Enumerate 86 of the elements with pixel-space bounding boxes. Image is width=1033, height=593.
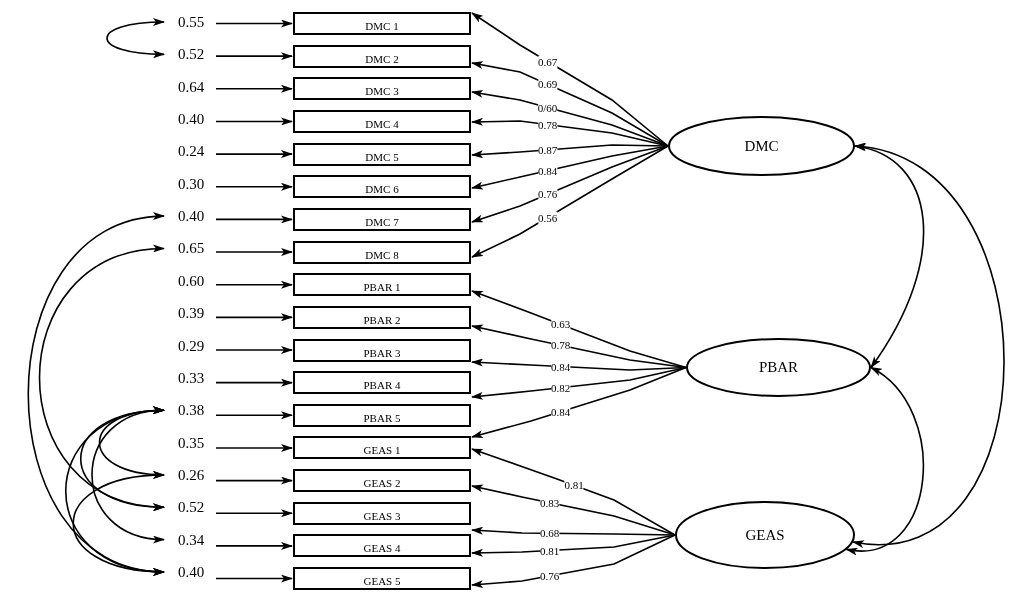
indicator-label: GEAS 3: [293, 501, 471, 525]
covariance-arrow: [72, 471, 165, 576]
error-arrow: [215, 150, 293, 159]
edge-label: 0.76: [537, 187, 558, 201]
edge-label: 0.69: [537, 77, 558, 91]
indicator-label: GEAS 5: [293, 567, 471, 591]
latent-name: GEAS: [745, 526, 785, 544]
loading-arrow: [471, 534, 676, 589]
indicator-label: DMC 2: [293, 44, 471, 68]
indicator-label: PBAR 5: [293, 403, 471, 427]
indicator-label: DMC 3: [293, 77, 471, 101]
indicator-label: GEAS 2: [293, 469, 471, 493]
edge-label: 0.84: [537, 164, 558, 178]
error-arrow: [215, 346, 293, 354]
covariance-arrow: [79, 407, 165, 511]
covariance-arrow: [852, 144, 1005, 547]
edge-label: 0.84: [551, 405, 571, 419]
error-variance: 0.24: [168, 142, 214, 161]
indicator-label: PBAR 2: [293, 305, 471, 329]
loading-arrow: [471, 145, 669, 258]
latent-name: PBAR: [758, 359, 799, 376]
indicator-label: GEAS 4: [293, 534, 471, 558]
indicator-label: DMC 1: [293, 12, 471, 35]
covariance-arrow: [845, 366, 924, 555]
indicator-label: PBAR 1: [293, 273, 471, 297]
error-arrow: [215, 84, 293, 93]
edge-label: 0.56: [537, 211, 558, 224]
loading-arrow: [471, 484, 676, 536]
edge-label: 0.63: [551, 317, 571, 331]
loading-arrow: [471, 12, 669, 147]
error-variance: 0.65: [168, 239, 214, 258]
error-variance: 0.40: [168, 110, 214, 129]
loading-arrow: [471, 61, 669, 147]
indicator-label: PBAR 4: [293, 371, 471, 395]
error-arrow: [215, 19, 293, 28]
error-arrow: [215, 215, 293, 224]
loading-arrow: [471, 145, 669, 223]
edge-label: 0.67: [537, 55, 558, 68]
error-arrow: [215, 443, 293, 452]
latent-variable-ellipse: [686, 338, 871, 397]
indicator-label: DMC 5: [293, 142, 471, 166]
error-variance: 0.60: [168, 271, 214, 290]
error-variance: 0.39: [168, 304, 214, 323]
error-arrow: [215, 280, 293, 289]
latent-variable-ellipse: [668, 116, 855, 176]
error-arrow: [215, 476, 293, 485]
indicator-label: PBAR 3: [293, 338, 471, 362]
latent-variable-ellipse: [675, 501, 855, 569]
indicator-label: DMC 7: [293, 207, 471, 231]
error-variance: 0.40: [168, 207, 214, 226]
covariance-arrow: [106, 18, 165, 58]
indicator-label: DMC 4: [293, 109, 471, 133]
error-variance: 0.30: [168, 174, 214, 193]
error-arrow: [215, 182, 293, 191]
error-variance: 0.52: [168, 45, 214, 64]
edge-label: 0.81: [564, 478, 584, 492]
error-variance: 0.64: [168, 77, 214, 96]
error-variance: 0.33: [168, 368, 214, 387]
loading-arrow: [471, 366, 687, 400]
error-arrow: [215, 117, 293, 126]
error-variance: 0.35: [168, 433, 214, 452]
error-variance: 0.29: [168, 336, 214, 355]
error-arrow: [215, 52, 293, 61]
indicator-label: DMC 6: [293, 175, 471, 199]
loading-arrow: [471, 448, 676, 536]
error-variance: 0.40: [168, 562, 214, 581]
edge-label: 0/60: [537, 101, 558, 114]
latent-name: DMC: [744, 137, 779, 155]
error-variance: 0.26: [168, 465, 214, 484]
error-variance: 0.38: [168, 401, 214, 420]
loading-arrow: [471, 534, 676, 557]
loading-arrow: [471, 366, 687, 438]
error-variance: 0.52: [168, 498, 214, 517]
error-variance: 0.55: [168, 13, 214, 31]
indicator-label: DMC 8: [293, 240, 471, 264]
error-arrow: [215, 411, 293, 420]
error-arrow: [215, 378, 293, 387]
covariance-arrow: [854, 144, 925, 369]
error-arrow: [215, 509, 293, 518]
loading-arrow: [471, 324, 687, 369]
error-arrow: [215, 541, 293, 550]
error-arrow: [215, 248, 293, 257]
error-variance: 0.34: [168, 530, 214, 549]
error-arrow: [215, 313, 293, 322]
error-arrow: [215, 574, 293, 583]
indicator-label: GEAS 1: [293, 436, 471, 460]
